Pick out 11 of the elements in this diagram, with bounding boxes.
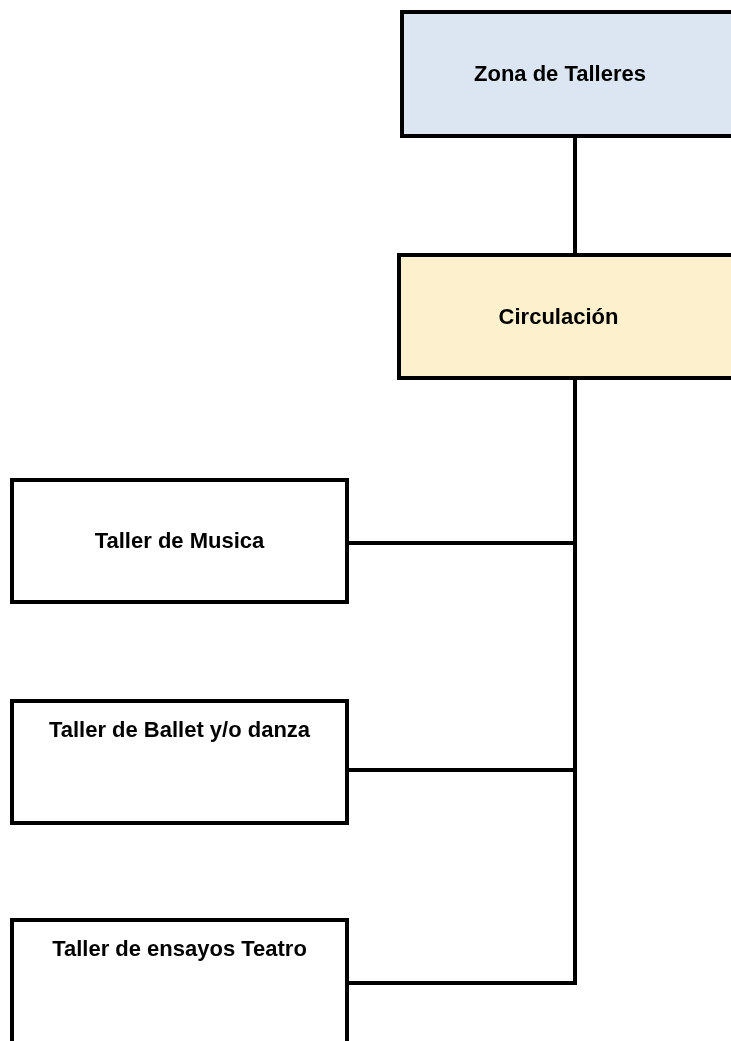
process-box [10,478,349,604]
process-box [400,10,731,138]
box-label: Taller de Musica [94,527,265,556]
box-label: Zona de Talleres [474,60,646,89]
box-label: Taller de Ballet y/o danza [48,716,311,744]
process-box [10,918,349,1041]
process-box [10,699,349,825]
box-label: Circulación [498,302,619,331]
process-box [397,253,731,380]
connector-line [573,136,577,255]
box-label: Taller de ensayos Teatro [52,935,307,963]
